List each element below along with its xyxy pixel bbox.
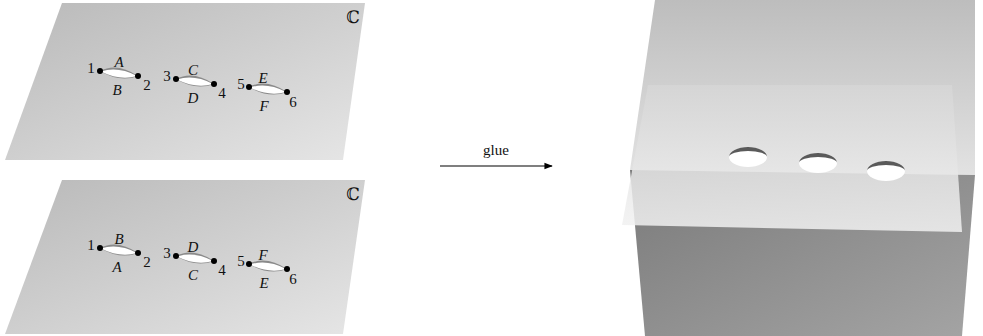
point-number: 5 [237, 254, 245, 269]
edge-label: A [112, 260, 121, 275]
point-number: 1 [87, 238, 95, 253]
point-number: 2 [143, 255, 151, 270]
glue-arrow [440, 165, 552, 166]
edge-label: E [258, 71, 267, 86]
edge-label: D [188, 240, 199, 255]
point-number: 2 [143, 78, 151, 93]
point-number: 4 [218, 263, 226, 278]
edge-label: F [259, 99, 268, 114]
edge-label: B [114, 232, 123, 247]
edge-label: C [188, 63, 198, 78]
point-number: 1 [87, 61, 95, 76]
edge-label: D [188, 91, 199, 106]
edge-label: A [114, 55, 123, 70]
middle-sheet [622, 85, 962, 232]
complex-plane-sheet [5, 180, 365, 334]
glued-hole [867, 161, 905, 181]
edge-label: E [259, 276, 268, 291]
glued-hole [729, 147, 767, 167]
branch-cut [246, 83, 290, 95]
point-number: 6 [289, 272, 297, 287]
plane-symbol: ℂ [346, 186, 360, 203]
edge-label: F [258, 248, 267, 263]
point-number: 4 [218, 86, 226, 101]
point-number: 3 [163, 69, 171, 84]
edge-label: C [188, 268, 198, 283]
glued-hole [799, 153, 837, 173]
arrow-label: glue [483, 143, 509, 158]
plane-symbol: ℂ [346, 9, 360, 26]
branch-cut [246, 260, 290, 272]
point-number: 5 [237, 77, 245, 92]
point-number: 3 [163, 246, 171, 261]
edge-label: B [112, 83, 121, 98]
point-number: 6 [289, 95, 297, 110]
complex-plane-sheet [5, 3, 365, 160]
